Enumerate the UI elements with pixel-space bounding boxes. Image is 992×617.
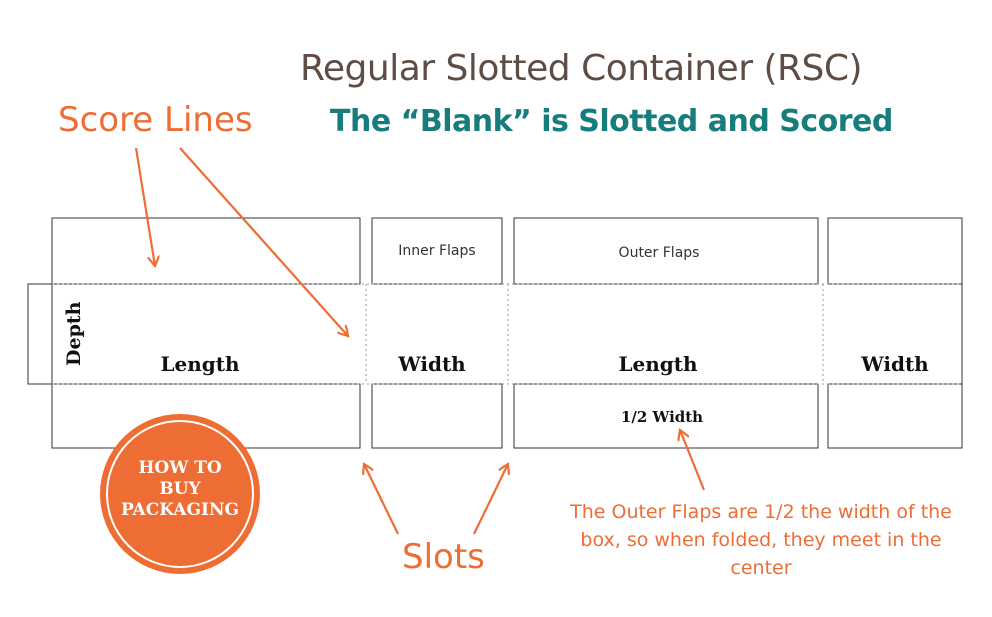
page-title: Regular Slotted Container (RSC) — [300, 48, 863, 89]
outer-flaps-label: Outer Flaps — [618, 245, 700, 261]
panel-1-label: Length — [160, 352, 240, 376]
half-width-arrow — [680, 430, 706, 491]
logo-text: HOW TO BUY PACKAGING — [120, 458, 240, 520]
panel-2-bottom-flap — [371, 383, 503, 449]
score-arrow-2 — [179, 147, 348, 336]
inner-flaps-label: Inner Flaps — [398, 243, 476, 259]
panel-3-bottom-flap — [513, 383, 819, 449]
slot-arrow-1 — [364, 464, 399, 535]
panel-2-label: Width — [398, 352, 466, 376]
score-arrow-1 — [134, 147, 155, 266]
page-subtitle: The “Blank” is Slotted and Scored — [330, 104, 893, 139]
half-width-label: 1/2 Width — [620, 408, 704, 426]
callout-arrows — [134, 147, 706, 535]
how-to-buy-packaging-logo: HOW TO BUY PACKAGING — [100, 414, 260, 574]
panel-4-label: Width — [861, 352, 929, 376]
glue-tab — [27, 283, 53, 385]
logo-ring — [106, 420, 254, 568]
score-lines — [52, 283, 962, 385]
slot-arrow-2 — [473, 464, 508, 535]
score-lines-label: Score Lines — [58, 100, 253, 140]
slots-label: Slots — [402, 537, 485, 577]
outer-flap-note: The Outer Flaps are 1/2 the width of the… — [570, 501, 952, 579]
panel-4-top-flap — [827, 217, 963, 285]
panel-1-top-flap — [51, 217, 361, 285]
panel-3-top-flap — [513, 217, 819, 285]
panel-3-label: Length — [618, 352, 698, 376]
panel-4-bottom-flap — [827, 383, 963, 449]
